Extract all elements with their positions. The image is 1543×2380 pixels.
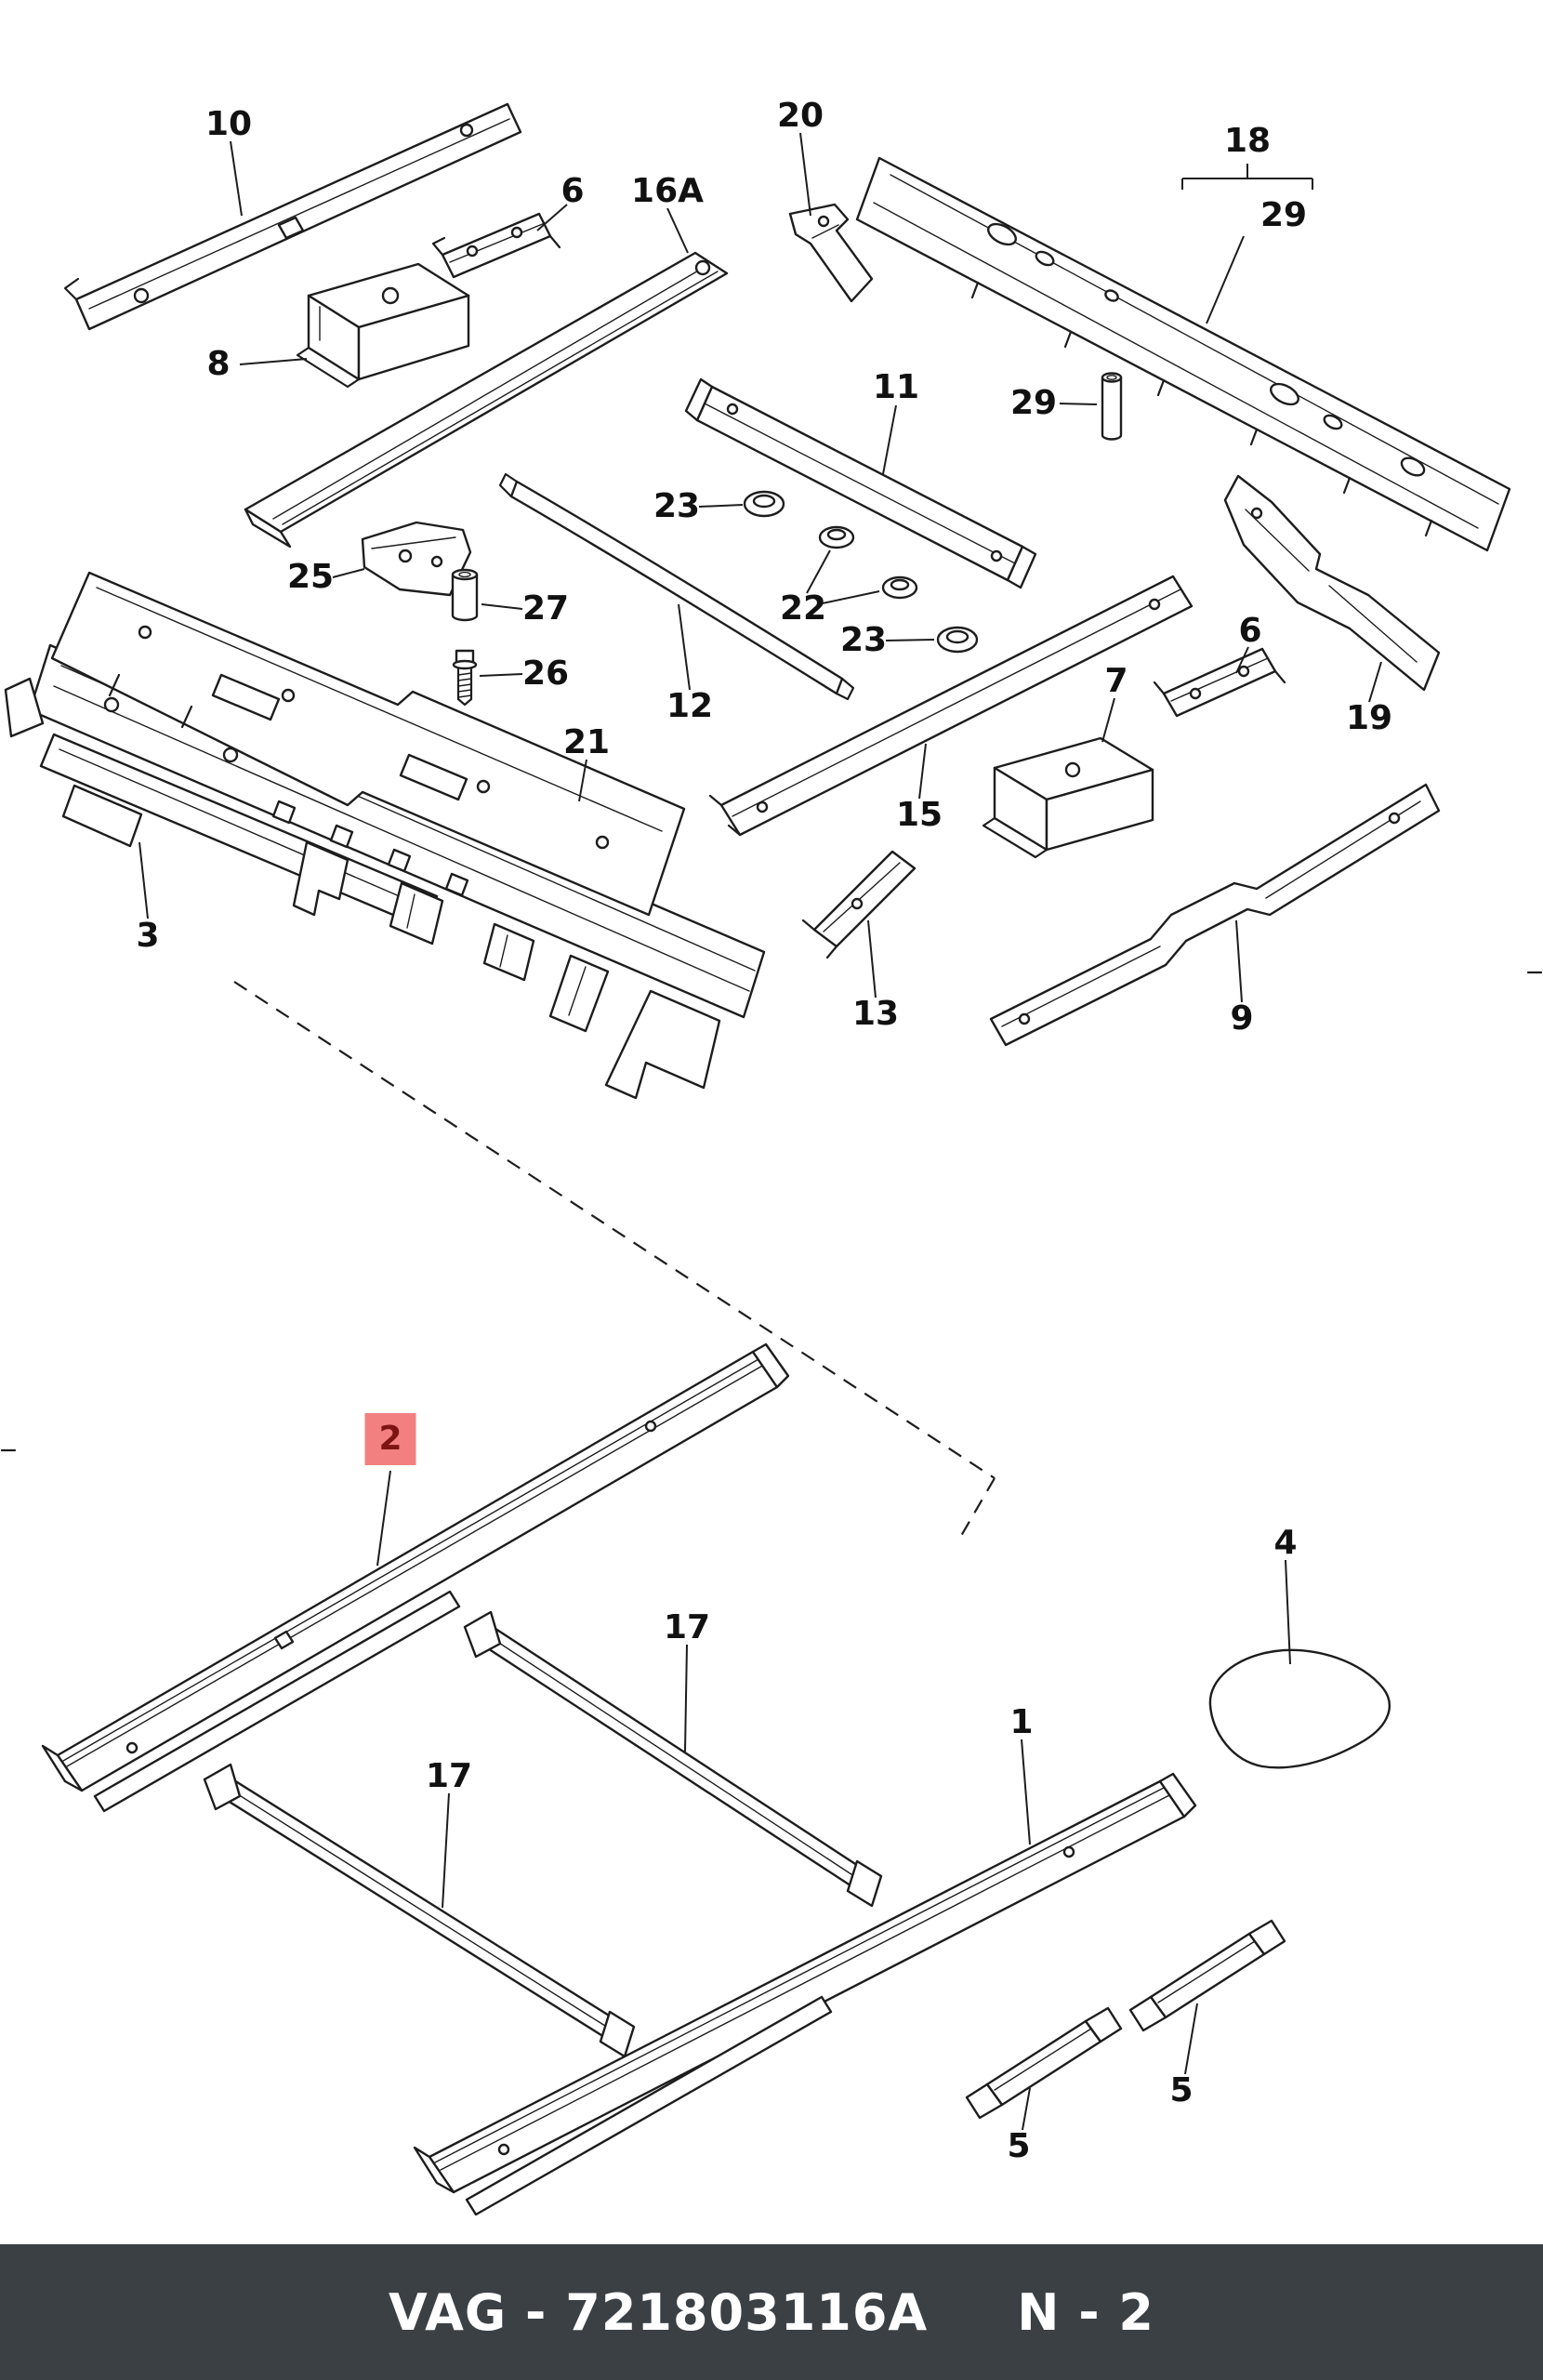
callout-5-right[interactable]: 5 xyxy=(1169,2071,1194,2109)
part-20-drawing xyxy=(788,203,874,303)
callout-11[interactable]: 11 xyxy=(872,368,920,406)
callout-3[interactable]: 3 xyxy=(136,917,160,955)
callout-10[interactable]: 10 xyxy=(204,105,253,143)
callout-25[interactable]: 25 xyxy=(286,558,335,596)
callout-16a[interactable]: 16A xyxy=(631,172,704,210)
callout-23-second[interactable]: 23 xyxy=(839,621,888,659)
part-26-drawing xyxy=(452,649,478,707)
callout-12[interactable]: 12 xyxy=(666,687,714,725)
callout-7[interactable]: 7 xyxy=(1104,662,1128,700)
part-5-left-drawing xyxy=(965,2006,1123,2120)
part-6-upper-drawing xyxy=(431,212,561,279)
callout-23-first[interactable]: 23 xyxy=(653,487,701,525)
callout-29-sleeve[interactable]: 29 xyxy=(1009,384,1058,422)
leader-lines xyxy=(138,132,1382,2131)
part-18-drawing xyxy=(855,156,1511,552)
part-10-drawing xyxy=(63,102,522,331)
part-8-drawing xyxy=(296,262,470,389)
part-2-drawing xyxy=(41,1342,790,1813)
part-16a-drawing xyxy=(244,251,729,549)
callout-6-upper[interactable]: 6 xyxy=(560,172,585,210)
callout-26[interactable]: 26 xyxy=(521,654,570,693)
callout-8[interactable]: 8 xyxy=(206,345,231,383)
callout-18[interactable]: 18 xyxy=(1223,122,1272,160)
part-9-drawing xyxy=(989,783,1441,1047)
callout-15[interactable]: 15 xyxy=(895,796,943,834)
part-1-drawing xyxy=(413,1772,1197,2216)
part-5-right-drawing xyxy=(1128,1919,1286,2032)
footer-bar: VAG - 721803116A N - 2 xyxy=(0,2244,1543,2380)
part-17-upper-drawing xyxy=(463,1610,883,1908)
callout-9[interactable]: 9 xyxy=(1230,999,1254,1038)
callout-17-lower[interactable]: 17 xyxy=(425,1757,473,1795)
footer-catalog-code: VAG - 721803116A xyxy=(389,2282,929,2342)
part-15-drawing xyxy=(708,575,1194,837)
part-4-drawing xyxy=(1208,1648,1391,1769)
callout-1[interactable]: 1 xyxy=(1009,1703,1034,1741)
callout-17-upper[interactable]: 17 xyxy=(663,1608,711,1646)
callout-5-left[interactable]: 5 xyxy=(1007,2127,1031,2165)
callout-13[interactable]: 13 xyxy=(851,995,900,1033)
part-19-drawing xyxy=(1223,474,1441,692)
callout-6-lower[interactable]: 6 xyxy=(1238,612,1262,650)
footer-page-number: N - 2 xyxy=(1017,2282,1154,2342)
construction-lines xyxy=(233,981,996,1537)
callout-22[interactable]: 22 xyxy=(779,589,827,628)
part-11-drawing xyxy=(684,377,1037,589)
callout-4[interactable]: 4 xyxy=(1273,1524,1298,1562)
grommets-drawing xyxy=(743,490,979,654)
part-27-drawing xyxy=(451,568,479,622)
callout-20[interactable]: 20 xyxy=(776,97,824,135)
callout-29-bracket[interactable]: 29 xyxy=(1259,196,1308,234)
part-17-lower-drawing xyxy=(203,1763,636,2058)
part-29-sleeve-drawing xyxy=(1101,372,1123,441)
margin-ticks xyxy=(0,971,1543,1452)
callout-19[interactable]: 19 xyxy=(1345,699,1393,737)
part-6-lower-drawing xyxy=(1153,647,1286,718)
callout-21[interactable]: 21 xyxy=(562,723,611,761)
part-13-drawing xyxy=(801,850,917,959)
part-21-drawing xyxy=(50,571,686,917)
part-7-drawing xyxy=(982,736,1154,859)
callout-2-highlighted[interactable]: 2 xyxy=(364,1413,416,1465)
callout-27[interactable]: 27 xyxy=(521,589,570,628)
part-12-drawing xyxy=(498,472,855,701)
